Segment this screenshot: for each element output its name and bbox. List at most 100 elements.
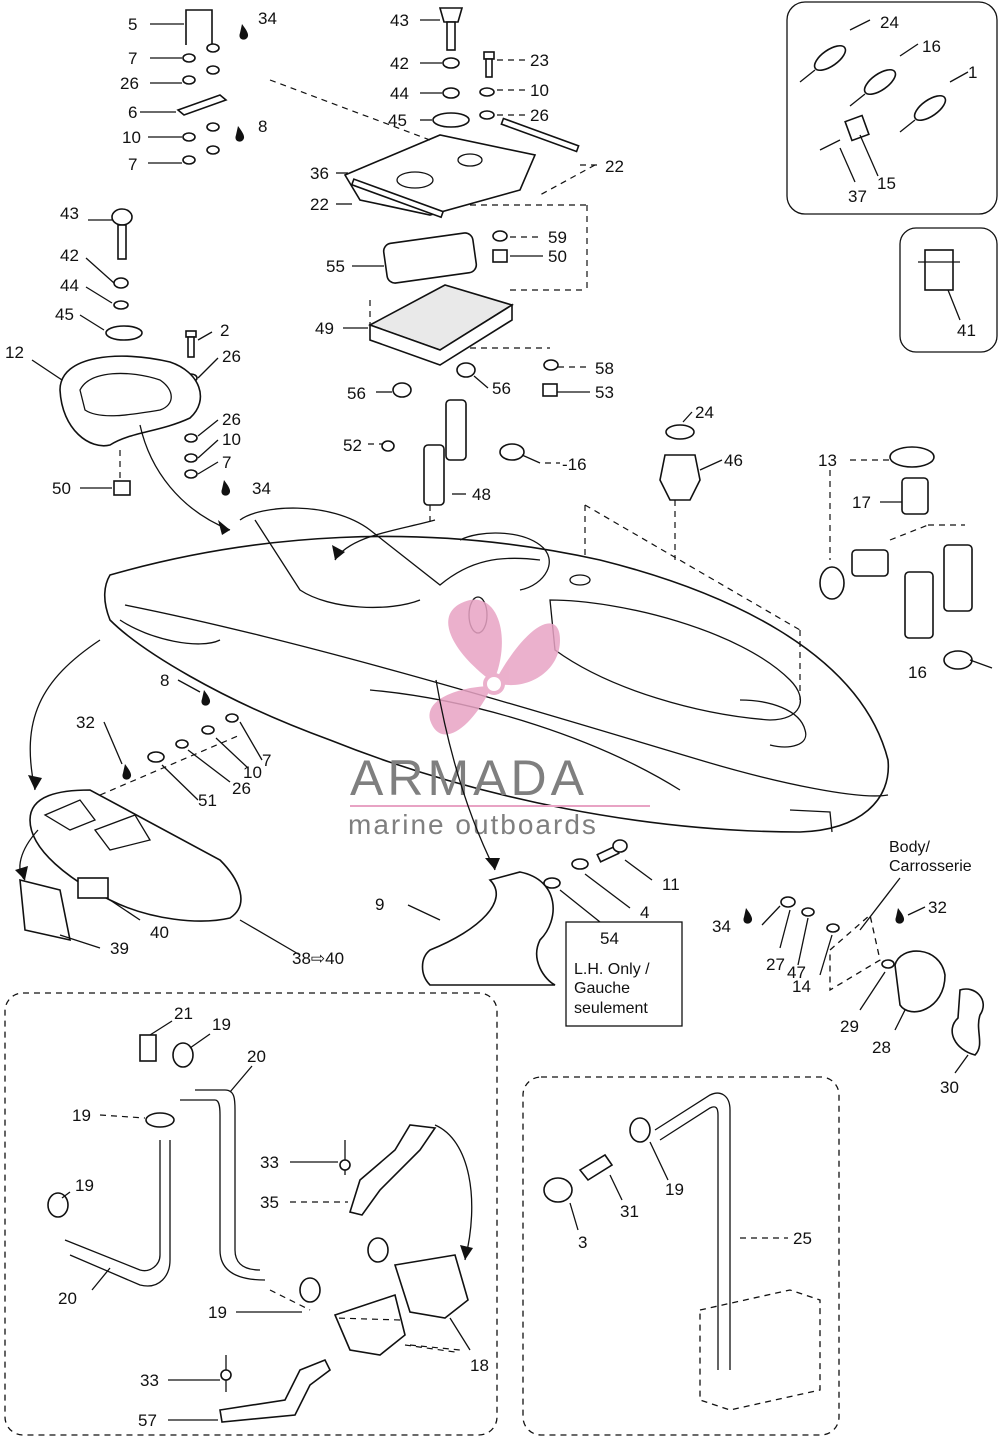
label-20-b: 20 (58, 1289, 77, 1308)
label-7-top: 7 (128, 49, 137, 68)
label-7-top2: 7 (128, 155, 137, 174)
drop-32-right (895, 908, 905, 924)
body-note-leader (859, 877, 901, 931)
washer-26-mid (175, 739, 189, 749)
u-bolt-5 (185, 9, 213, 45)
clamp-19-b (145, 1112, 175, 1128)
label-10-left: 10 (222, 430, 241, 449)
label-1: 1 (968, 63, 977, 82)
washer-47 (801, 907, 815, 917)
label-7-left: 7 (222, 453, 231, 472)
label-57: 57 (138, 1411, 157, 1430)
screw-11 (596, 839, 628, 863)
label-2: 2 (220, 321, 229, 340)
label-56-left: 56 (347, 384, 366, 403)
clamp-19-e (367, 1237, 389, 1263)
label-30: 30 (940, 1078, 959, 1097)
lh-only-note-box (565, 921, 683, 1027)
battery-block (699, 1289, 821, 1411)
label-15: 15 (877, 174, 896, 193)
screw-23 (483, 51, 495, 78)
label-34-left: 34 (252, 479, 271, 498)
washer-26-upper (182, 65, 220, 85)
label-29: 29 (840, 1017, 859, 1036)
grate-39 (19, 878, 72, 942)
bracket-57 (219, 1358, 332, 1423)
washer-59 (492, 230, 508, 242)
label-37: 37 (848, 187, 867, 206)
seat-plate-36 (343, 134, 537, 216)
label-14: 14 (792, 977, 811, 996)
label-45-top: 45 (388, 111, 407, 130)
drain-hose-inset-box (522, 1076, 840, 1436)
clip-inset-box (899, 227, 998, 353)
clamp-19-f (629, 1117, 651, 1143)
washer-42-left (113, 277, 129, 289)
label-24-top: 24 (880, 13, 899, 32)
spring-17 (851, 477, 929, 577)
label-32-right: 32 (928, 898, 947, 917)
handle-12 (59, 355, 202, 447)
clamp-24-center (665, 424, 695, 440)
clamp-16-center (499, 443, 541, 464)
label-55: 55 (326, 257, 345, 276)
washer-44-top (442, 87, 460, 99)
clip-41 (918, 249, 960, 291)
watermark-tagline: marine outboards (348, 809, 598, 840)
label-19-a: 19 (212, 1015, 231, 1034)
drop-34-left (221, 480, 231, 496)
label-26-mid: 26 (232, 779, 251, 798)
label-26-top-right: 26 (530, 106, 549, 125)
part-labels: 5 34 7 26 6 8 10 7 43 42 23 44 10 45 26 … (5, 9, 977, 1430)
washer-45-top (432, 112, 470, 128)
label-17: 17 (852, 493, 871, 512)
clamp-19-d (299, 1277, 321, 1303)
label-19-e: 19 (665, 1180, 684, 1199)
ties-inset (799, 44, 947, 151)
label-38-40: 38⇨40 (292, 949, 344, 968)
clamp-19-a (172, 1042, 194, 1068)
lh-note-line1: L.H. Only / (574, 961, 650, 978)
washer-10-top (479, 87, 495, 97)
label-16-top: 16 (922, 37, 941, 56)
seat-base-49 (368, 284, 514, 366)
washer-10-upper (182, 122, 220, 142)
label-34-right: 34 (712, 917, 731, 936)
watermark-brand: ARMADA (350, 750, 588, 806)
label-56-right: 56 (492, 379, 511, 398)
label-36: 36 (310, 164, 329, 183)
vent-hose-inset-box (4, 992, 498, 1436)
nut-50-top (492, 249, 508, 263)
washer-58 (543, 359, 559, 371)
label-26-left2: 26 (222, 410, 241, 429)
washer-14 (826, 923, 840, 933)
label-45-left: 45 (55, 305, 74, 324)
plate-6 (176, 94, 228, 116)
label-4: 4 (640, 903, 649, 922)
label-53: 53 (595, 383, 614, 402)
label-42-left: 42 (60, 246, 79, 265)
nut-27 (780, 896, 796, 908)
label-33-lower: 33 (140, 1371, 159, 1390)
hook-30 (951, 988, 984, 1056)
label-25: 25 (793, 1229, 812, 1248)
washer-42-top (442, 57, 460, 69)
tank-18-a (333, 1293, 406, 1356)
label-41: 41 (957, 321, 976, 340)
label-47: 47 (787, 963, 806, 982)
body-panel (829, 913, 881, 992)
label-21: 21 (174, 1004, 193, 1023)
nut-56-left (392, 382, 412, 398)
label-3: 3 (578, 1233, 587, 1252)
spring-48-b (445, 399, 467, 461)
label-43-left: 43 (60, 204, 79, 223)
footrest-9 (421, 871, 556, 986)
drop-8-mid (201, 690, 211, 706)
label-40 (77, 877, 109, 899)
nut-7-left (184, 469, 198, 479)
washer-51 (147, 751, 165, 763)
label-31: 31 (620, 1202, 639, 1221)
nut-56-right (456, 362, 476, 378)
label-50-top: 50 (548, 247, 567, 266)
flow-arrows (15, 424, 500, 1261)
